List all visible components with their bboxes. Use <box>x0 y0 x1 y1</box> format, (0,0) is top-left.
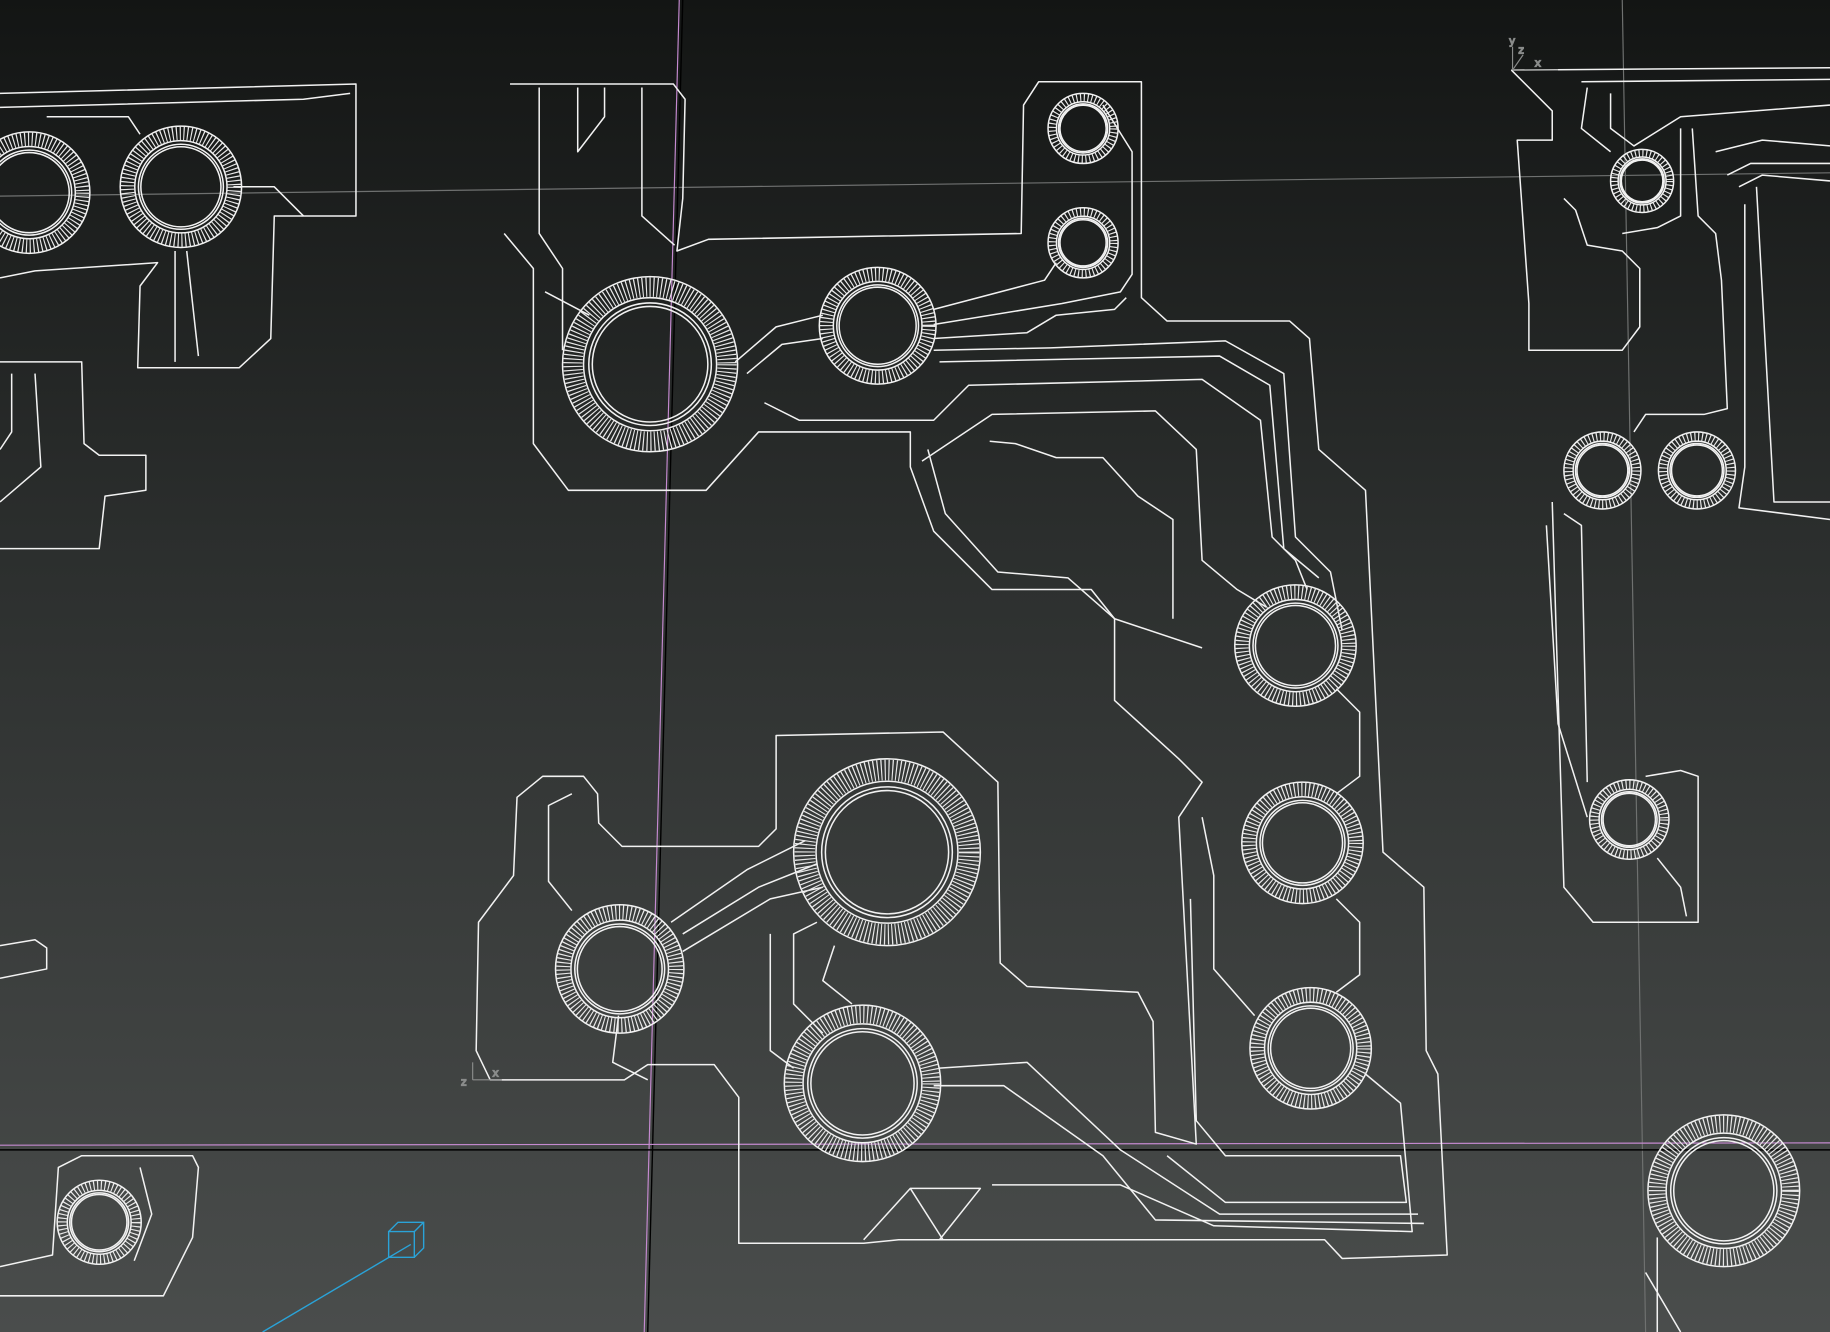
via <box>1588 779 1670 860</box>
pivot-gizmo-top-right: y z x <box>1508 35 1559 71</box>
via-rings <box>0 92 1801 1268</box>
via <box>1241 781 1364 905</box>
grid-axis-vertical <box>643 0 680 1332</box>
via <box>554 903 685 1034</box>
grid-axis-horizontal <box>0 1142 1830 1146</box>
via <box>1249 986 1373 1110</box>
camera-line <box>262 1243 412 1332</box>
gizmo-y-label: y <box>1509 35 1515 47</box>
via <box>1234 584 1357 708</box>
via <box>56 1179 142 1266</box>
circuit-traces <box>475 80 1448 1260</box>
via <box>818 266 937 385</box>
grid-line-dark <box>647 0 684 1332</box>
via <box>783 1004 942 1163</box>
gizmo-z-label: z <box>1518 45 1524 57</box>
via <box>1563 431 1642 510</box>
right-circuit-traces <box>1510 66 1830 1332</box>
gizmo-x-label: x <box>1535 58 1541 70</box>
gizmo-z-label: z <box>461 1077 467 1089</box>
left-circuit-traces <box>0 83 357 1297</box>
via <box>1657 431 1737 510</box>
via <box>0 131 91 255</box>
via <box>1609 148 1675 214</box>
via <box>561 275 739 453</box>
via <box>1047 207 1119 279</box>
gizmo-x-label: x <box>493 1067 499 1079</box>
pivot-gizmo-bottom-left: z x <box>460 1062 502 1089</box>
via <box>792 758 982 947</box>
camera-target-cube-icon[interactable] <box>387 1221 425 1258</box>
via <box>1647 1114 1801 1268</box>
via <box>119 125 243 249</box>
via <box>1047 92 1119 165</box>
